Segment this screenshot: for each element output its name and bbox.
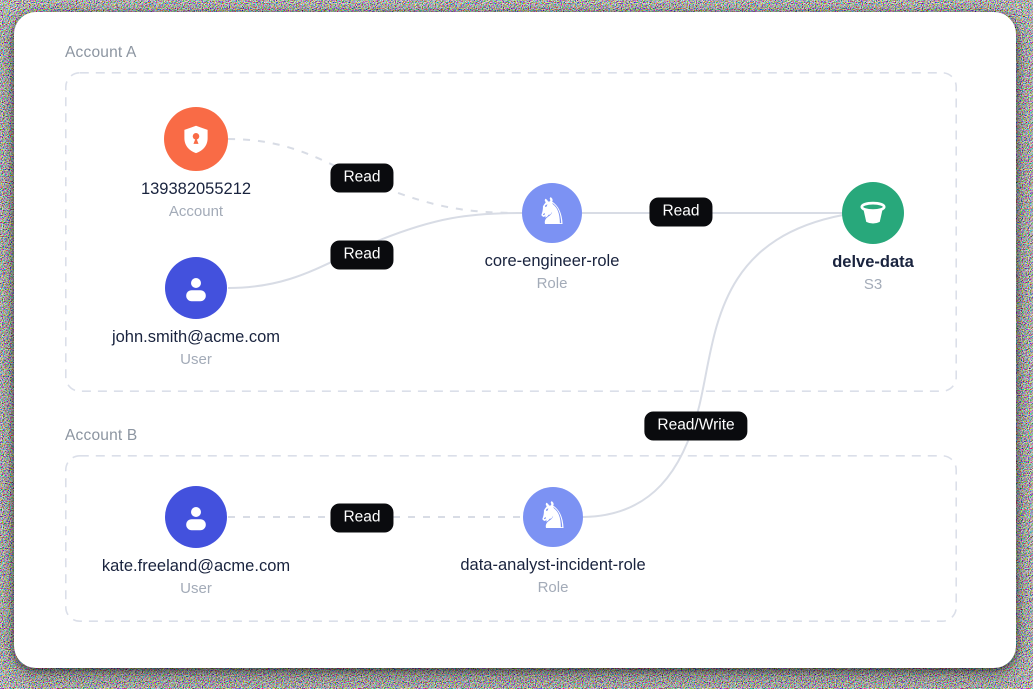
account-a-label: Account A xyxy=(65,44,137,61)
role-node-circle[interactable]: ♞ xyxy=(523,487,583,547)
permission-badge-kate-read[interactable]: Read xyxy=(330,503,394,533)
node-title: delve-data xyxy=(832,253,914,271)
permission-badge-account-read[interactable]: Read xyxy=(330,163,394,193)
chess-knight-icon: ♞ xyxy=(536,494,570,537)
node-title: core-engineer-role xyxy=(484,252,620,270)
permission-badge-read-write[interactable]: Read/Write xyxy=(644,411,748,441)
user-node-circle[interactable] xyxy=(165,486,227,548)
node-subtitle: User xyxy=(180,351,212,368)
node-user-kate: kate.freeland@acme.com User xyxy=(66,486,326,597)
node-aws-account: 139382055212 Account xyxy=(66,107,326,220)
node-bucket-delve-data: delve-data S3 xyxy=(743,182,1003,293)
node-user-john: john.smith@acme.com User xyxy=(66,257,326,368)
node-title: john.smith@acme.com xyxy=(111,328,281,346)
node-subtitle: User xyxy=(180,580,212,597)
bucket-icon xyxy=(860,201,886,224)
node-subtitle: Account xyxy=(168,203,224,220)
user-icon xyxy=(186,507,206,531)
node-title: kate.freeland@acme.com xyxy=(101,557,291,575)
node-role-core-engineer: ♞ core-engineer-role Role xyxy=(422,183,682,292)
user-icon xyxy=(186,278,206,302)
edge-account-to-core-role[interactable] xyxy=(227,138,523,214)
s3-node-circle[interactable] xyxy=(842,182,904,244)
node-title: 139382055212 xyxy=(140,180,252,198)
account-b-label: Account B xyxy=(65,427,138,444)
permission-badge-john-read[interactable]: Read xyxy=(330,240,394,270)
node-role-data-analyst: ♞ data-analyst-incident-role Role xyxy=(423,487,683,596)
account-a-box xyxy=(65,72,958,392)
edge-john-to-core-role[interactable] xyxy=(227,212,523,289)
account-b-box xyxy=(65,454,958,622)
shield-lock-icon xyxy=(184,125,208,154)
node-subtitle: S3 xyxy=(863,276,883,293)
node-subtitle: Role xyxy=(537,579,569,596)
chess-knight-icon: ♞ xyxy=(535,190,569,233)
node-subtitle: Role xyxy=(536,275,568,292)
account-node-circle[interactable] xyxy=(164,107,228,171)
edge-analyst-role-to-s3[interactable] xyxy=(582,214,844,518)
node-title: data-analyst-incident-role xyxy=(460,556,646,574)
permission-badge-role-read[interactable]: Read xyxy=(649,197,713,227)
user-node-circle[interactable] xyxy=(165,257,227,319)
role-node-circle[interactable]: ♞ xyxy=(522,183,582,243)
